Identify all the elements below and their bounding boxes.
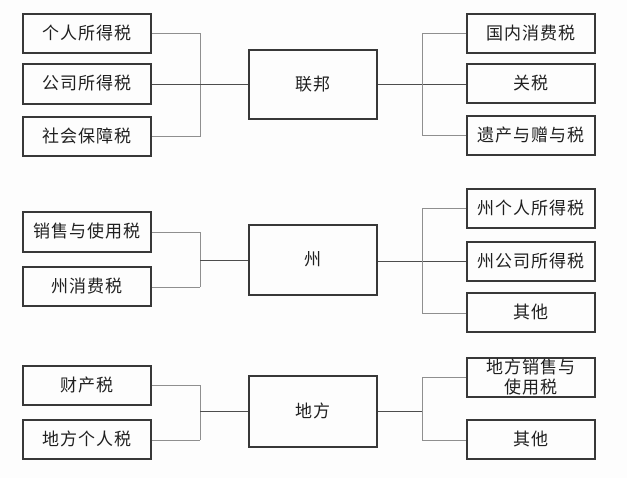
connector-branch bbox=[152, 287, 200, 288]
connector-branch bbox=[152, 136, 200, 137]
connector-branch bbox=[152, 440, 200, 441]
node-state-corporate-income-tax: 州公司所得税 bbox=[466, 241, 596, 282]
node-state-excise-tax: 州消费税 bbox=[22, 266, 152, 307]
connector-branch bbox=[422, 440, 466, 441]
connector-trunk bbox=[378, 411, 422, 412]
node-local-personal-tax: 地方个人税 bbox=[22, 419, 152, 460]
connector-rail bbox=[422, 33, 423, 136]
node-personal-income-tax: 个人所得税 bbox=[22, 13, 152, 54]
connector-rail bbox=[200, 385, 201, 440]
connector-rail bbox=[422, 208, 423, 313]
node-local: 地方 bbox=[248, 375, 378, 448]
node-state: 州 bbox=[248, 224, 378, 296]
connector-branch bbox=[152, 385, 200, 386]
connector-trunk bbox=[200, 411, 248, 412]
node-customs-duty: 关税 bbox=[466, 63, 596, 104]
connector-trunk bbox=[200, 260, 248, 261]
node-state-personal-income-tax: 州个人所得税 bbox=[466, 188, 596, 229]
connector-branch bbox=[422, 135, 466, 136]
connector-branch bbox=[422, 313, 466, 314]
connector-rail bbox=[200, 232, 201, 287]
node-sales-use-tax: 销售与使用税 bbox=[22, 211, 152, 253]
node-state-other: 其他 bbox=[466, 292, 596, 333]
node-local-other: 其他 bbox=[466, 419, 596, 460]
node-federal: 联邦 bbox=[248, 49, 378, 120]
node-local-sales-use-tax: 地方销售与使用税 bbox=[466, 357, 596, 398]
connector-branch bbox=[422, 377, 466, 378]
connector-branch bbox=[152, 232, 200, 233]
node-property-tax: 财产税 bbox=[22, 365, 152, 406]
node-estate-gift-tax: 遗产与赠与税 bbox=[466, 115, 596, 156]
connector-branch bbox=[422, 33, 466, 34]
connector-branch bbox=[152, 33, 200, 34]
node-social-security-tax: 社会保障税 bbox=[22, 116, 152, 157]
connector-branch bbox=[422, 208, 466, 209]
connector-rail bbox=[422, 377, 423, 440]
connector-trunk bbox=[152, 84, 248, 85]
node-domestic-excise-tax: 国内消费税 bbox=[466, 13, 596, 54]
connector-rail bbox=[200, 33, 201, 137]
node-corporate-income-tax: 公司所得税 bbox=[22, 63, 152, 105]
